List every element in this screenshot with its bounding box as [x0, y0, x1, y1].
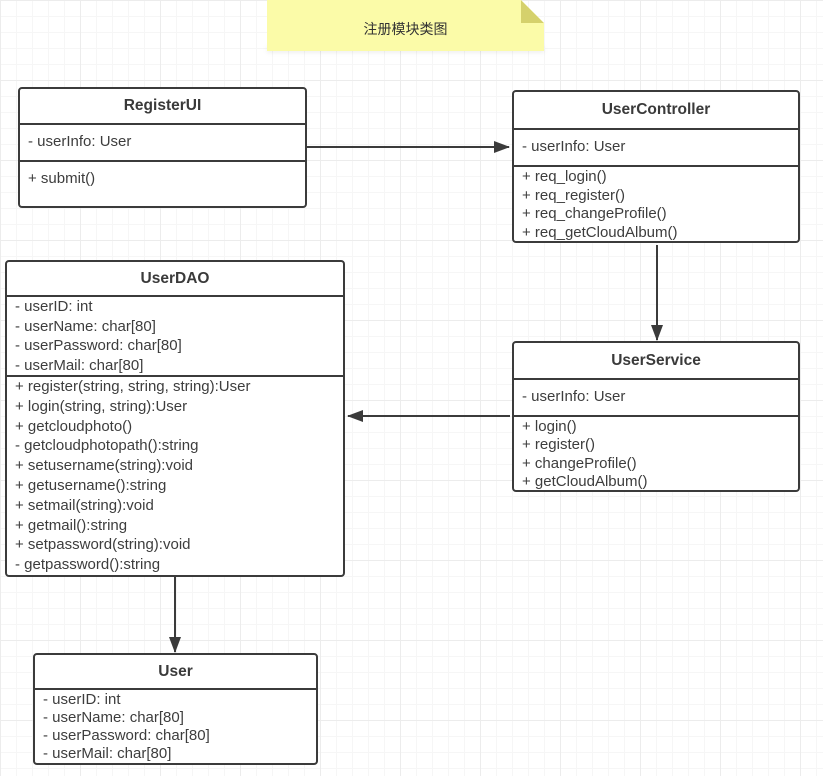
method: + submit(): [28, 170, 96, 187]
attribute: - userMail: char[80]: [15, 356, 144, 374]
attribute: - userInfo: User: [522, 388, 626, 405]
class-methods: + submit(): [20, 160, 305, 206]
method: + getmail():string: [15, 516, 128, 534]
attribute: - userID: int: [15, 298, 93, 315]
method: + getcloudphoto(): [15, 417, 133, 435]
method: + setpassword(string):void: [15, 536, 191, 554]
class-title: UserService: [611, 352, 701, 369]
method: + setusername(string):void: [15, 457, 193, 475]
attribute: - userPassword: char[80]: [43, 727, 210, 744]
class-usercontroller[interactable]: UserController - userInfo: User + req_lo…: [512, 90, 800, 243]
method: + login(string, string):User: [15, 397, 188, 415]
class-userservice[interactable]: UserService - userInfo: User + login() +…: [512, 341, 800, 492]
attribute: - userName: char[80]: [43, 709, 184, 726]
method: + changeProfile(): [522, 454, 637, 472]
class-user[interactable]: User - userID: int - userName: char[80] …: [33, 653, 318, 765]
class-registerui[interactable]: RegisterUI - userInfo: User + submit(): [18, 87, 307, 208]
class-attributes: - userInfo: User: [514, 378, 798, 415]
method: + getCloudAlbum(): [522, 472, 648, 490]
attribute: - userInfo: User: [522, 138, 626, 155]
method: - getcloudphotopath():string: [15, 437, 199, 455]
attribute: - userName: char[80]: [15, 317, 156, 335]
class-attributes: - userID: int - userName: char[80] - use…: [7, 295, 343, 375]
class-methods: + req_login() + req_register() + req_cha…: [514, 165, 798, 241]
attribute: - userID: int: [43, 691, 121, 708]
title-note[interactable]: 注册模块类图: [267, 0, 544, 51]
method: + req_changeProfile(): [522, 205, 667, 222]
class-title: User: [158, 663, 193, 680]
class-title: RegisterUI: [123, 97, 202, 114]
class-userdao[interactable]: UserDAO - userID: int - userName: char[8…: [5, 260, 345, 577]
method: + setmail(string):void: [15, 496, 154, 514]
method: + getusername():string: [15, 476, 167, 494]
method: + register(string, string, string):User: [15, 378, 251, 395]
class-attributes: - userID: int - userName: char[80] - use…: [35, 688, 316, 763]
method: + req_getCloudAlbum(): [522, 223, 678, 241]
method: + register(): [522, 436, 595, 454]
class-methods: + register(string, string, string):User …: [7, 375, 343, 575]
method: - getpassword():string: [15, 556, 161, 574]
diagram-title: 注册模块类图: [363, 20, 448, 37]
attribute: - userMail: char[80]: [43, 745, 172, 762]
class-title: UserController: [601, 101, 711, 118]
attribute: - userPassword: char[80]: [15, 337, 182, 354]
method: + req_login(): [522, 168, 607, 185]
class-attributes: - userInfo: User: [20, 123, 305, 160]
attribute: - userInfo: User: [28, 133, 132, 150]
method: + login(): [522, 418, 577, 435]
class-methods: + login() + register() + changeProfile()…: [514, 415, 798, 490]
class-title: UserDAO: [140, 270, 210, 287]
class-attributes: - userInfo: User: [514, 128, 798, 165]
method: + req_register(): [522, 186, 625, 204]
